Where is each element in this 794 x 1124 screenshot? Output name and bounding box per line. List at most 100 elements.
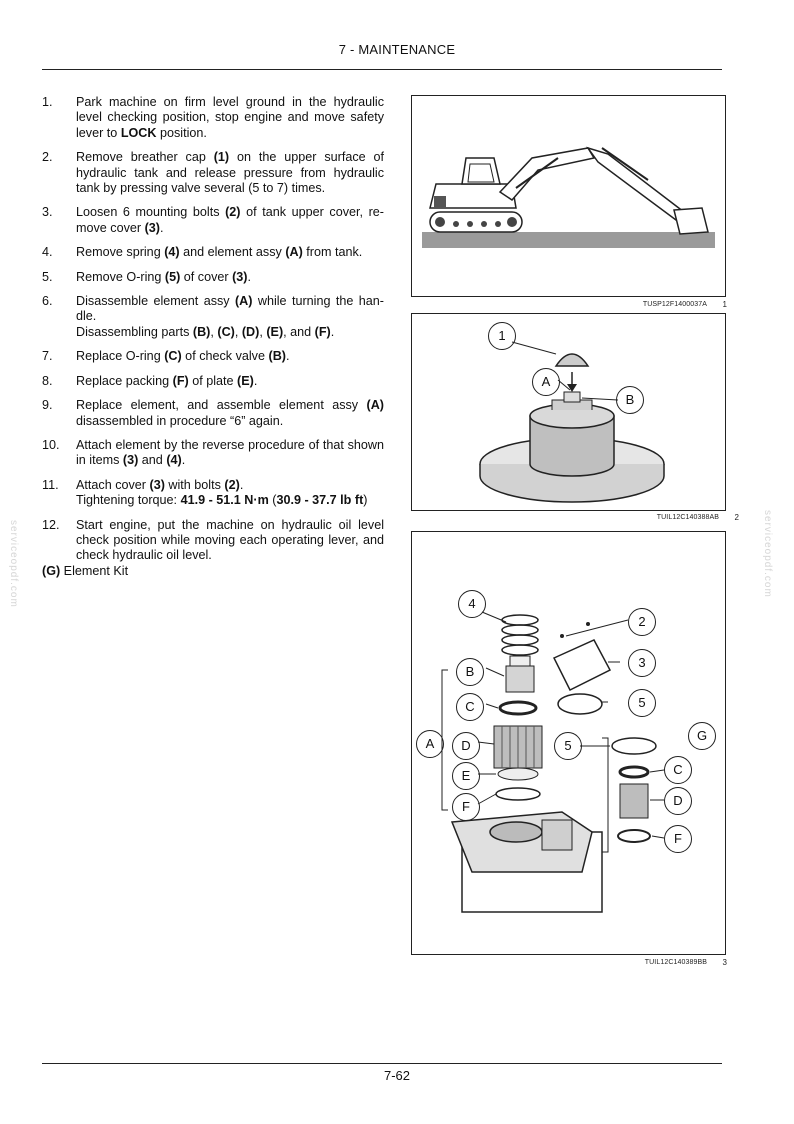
- step-text-run: .: [285, 349, 290, 364]
- step-text-run: ,: [210, 324, 218, 339]
- page-number: 7-62: [383, 1068, 411, 1083]
- step-text-run: of cover: [180, 269, 233, 284]
- step-text-run: (C): [164, 349, 182, 364]
- step-text-run: (4): [166, 453, 182, 468]
- step-number: 1.: [42, 95, 53, 109]
- step-text-run: (D): [241, 324, 260, 339]
- procedure-step: 5. Remove O-ring (5) of cover (3).: [42, 270, 384, 285]
- step-text-run: .: [160, 220, 164, 235]
- callout-a: A: [532, 368, 560, 396]
- step-text-run: (A): [285, 245, 303, 260]
- step-text-run: (B): [192, 324, 211, 339]
- step-body: Loosen 6 mounting bolts (2) of tank uppe…: [76, 205, 384, 234]
- step-text-run: .: [253, 373, 258, 388]
- kit-label: (G): [42, 563, 61, 578]
- step-text-run: .: [330, 324, 335, 339]
- procedure-step: 4.Remove spring (4) and element assy (A)…: [42, 245, 384, 260]
- step-number: 4.: [42, 245, 53, 260]
- callout-c-kit: C: [664, 756, 692, 784]
- step-text-run: (F): [172, 373, 189, 388]
- step-body: Remove breather cap (1) on the upper sur…: [76, 150, 384, 195]
- callout-f: F: [452, 793, 480, 821]
- figure-3-id: TUIL12C140389BB: [644, 959, 707, 966]
- step-body: Replace packing (F) of plate (E).: [76, 374, 257, 388]
- step-text-run: Disassembling parts: [76, 324, 193, 339]
- watermark-right: serviceopdf.com: [762, 510, 773, 598]
- step-text-run: Attach element by the reverse procedure …: [76, 437, 384, 468]
- step-text-run: (2): [225, 205, 241, 220]
- step-body: Park machine on firm level ground in the…: [76, 95, 384, 140]
- watermark-left: serviceopdf.com: [8, 520, 19, 608]
- step-body: Attach cover (3) with bolts (2).: [76, 478, 243, 492]
- step-text-run: (: [268, 493, 277, 508]
- step-text-run: and element assy: [179, 245, 286, 260]
- step-text-run: disassembled in procedure “6” again.: [76, 413, 284, 428]
- step-text-run: Remove spring: [76, 245, 165, 260]
- callout-4: 4: [458, 590, 486, 618]
- procedure-step: 6.Disassemble element assy (A) while tur…: [42, 294, 384, 340]
- step-number: 11.: [42, 477, 59, 492]
- callout-b: B: [456, 658, 484, 686]
- step-body: Replace O-ring (C) of check valve (B).: [76, 349, 289, 363]
- procedure-step: 3. Loosen 6 mounting bolts (2) of tank up…: [42, 205, 384, 236]
- step-text-run: Replace O-ring: [76, 349, 165, 364]
- procedure-step: 12. Start engine, put the machine on hydr…: [42, 518, 384, 564]
- figure-1-number: 1: [722, 300, 727, 309]
- callout-5-cover: 5: [628, 689, 656, 717]
- step-text-run: ,: [259, 324, 267, 339]
- step-text-run: on the upper surface of hydraulic tank a…: [76, 150, 384, 196]
- header-rule: [42, 69, 722, 70]
- step-second-line: Tightening torque: 41.9 - 51.1 N·m (30.9…: [76, 493, 384, 508]
- step-text-run: , and: [283, 324, 315, 339]
- callout-g: G: [688, 722, 716, 750]
- footer-rule: [42, 1063, 722, 1064]
- step-number: 8.: [42, 373, 53, 388]
- procedure-step: 11. Attach cover (3) with bolts (2).Tight…: [42, 478, 384, 509]
- step-text-run: ,: [234, 324, 242, 339]
- step-text-run: .: [181, 453, 186, 468]
- breather-cap-illustration: [479, 341, 665, 503]
- step-text-run: (F): [314, 324, 331, 339]
- callout-2: 2: [628, 608, 656, 636]
- step-text-run: 41.9 - 51.1 N·m: [180, 493, 269, 508]
- step-body: Disassemble element assy (A) while turni…: [76, 294, 384, 323]
- step-body: Start engine, put the machine on hydraul…: [76, 518, 384, 563]
- step-text-run: Park machine on firm level ground in the…: [76, 95, 384, 140]
- figure-2-number: 2: [734, 513, 739, 522]
- step-text-run: Loosen 6 mounting bolts: [76, 205, 226, 220]
- procedure-step: 8. Replace packing (F) of plate (E).: [42, 374, 384, 389]
- procedure-step: 10. Attach element by the reverse procedu…: [42, 438, 384, 469]
- step-number: 3.: [42, 205, 53, 220]
- step-number: 12.: [42, 517, 60, 532]
- figure-2-id: TUIL12C140388AB: [656, 514, 719, 521]
- callout-5-kit: 5: [554, 732, 582, 760]
- step-text-run: 30.9 - 37.7 lb ft: [276, 493, 364, 508]
- excavator-illustration: [422, 146, 715, 248]
- step-text-run: (2): [224, 477, 240, 492]
- step-text-run: .: [247, 269, 252, 284]
- step-text-run: Remove breather cap: [76, 150, 214, 165]
- step-number: 9.: [42, 398, 53, 413]
- step-text-run: and: [138, 453, 167, 468]
- step-text-run: (B): [268, 349, 286, 364]
- step-text-run: (3): [122, 453, 139, 468]
- step-number: 5.: [42, 269, 53, 284]
- step-text-run: (E): [237, 373, 254, 388]
- step-text-run: LOCK: [120, 125, 157, 140]
- step-text-run: (C): [217, 324, 235, 339]
- step-body: Remove O-ring (5) of cover (3).: [76, 270, 251, 284]
- callout-a: A: [416, 730, 444, 758]
- step-text-run: Replace packing: [76, 373, 173, 388]
- step-number: 2.: [42, 150, 53, 165]
- step-text-run: (3): [149, 477, 165, 492]
- figure-element-exploded: 4 2 3 B 5 C A D 5 G E C F D F TUIL12C140…: [411, 531, 727, 967]
- callout-3: 3: [628, 649, 656, 677]
- figure-1-id: TUSP12F1400037A: [642, 301, 707, 308]
- callout-b: B: [616, 386, 644, 414]
- step-number: 10.: [42, 437, 60, 452]
- step-text-run: Attach cover: [76, 477, 150, 492]
- step-text-run: Disassemble element assy: [76, 294, 235, 309]
- kit-text: Element Kit: [60, 563, 129, 578]
- step-text-run: of check valve: [181, 349, 269, 364]
- procedure-step: 2. Remove breather cap (1) on the upper s…: [42, 150, 384, 196]
